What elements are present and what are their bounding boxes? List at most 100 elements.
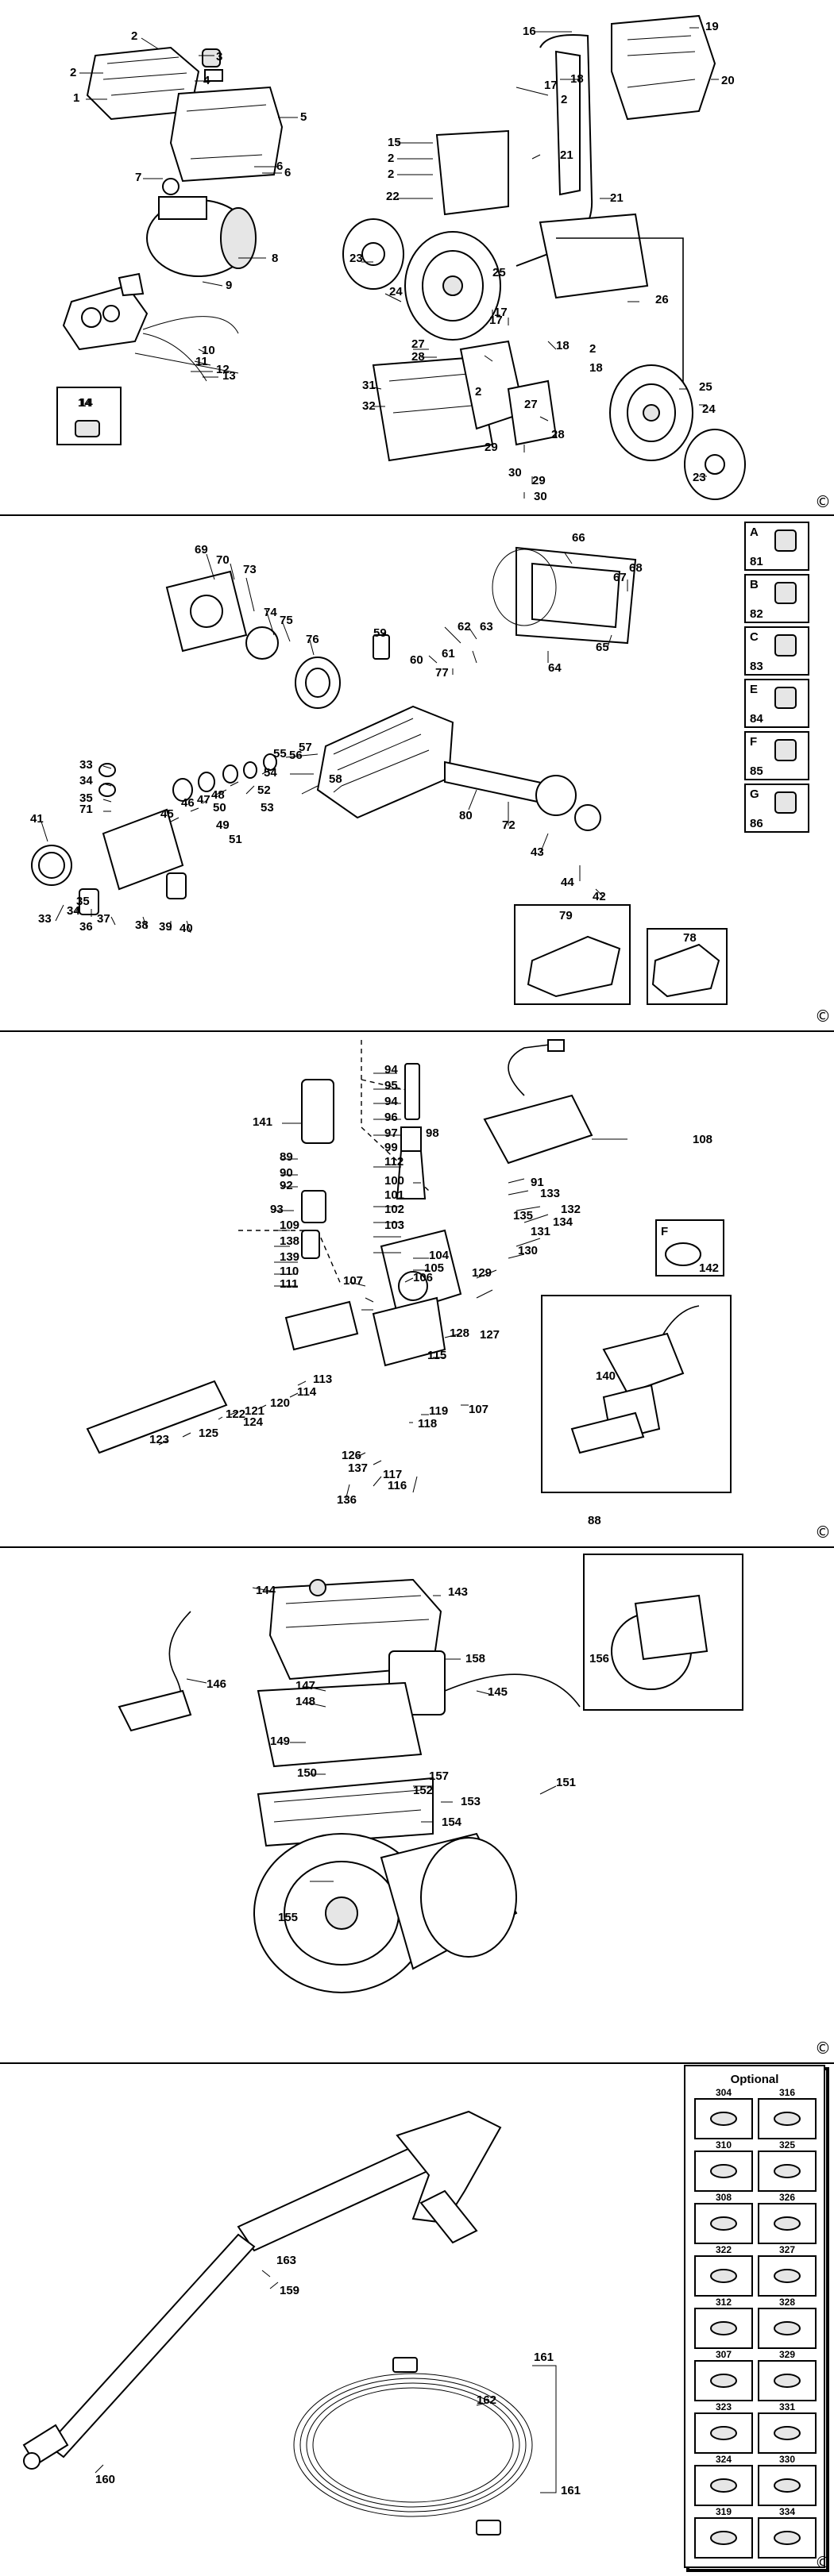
callout-label: 6 (284, 166, 291, 179)
kit-number: 85 (750, 764, 763, 778)
callout-label: 34 (67, 904, 80, 918)
optional-item: 312 (694, 2297, 753, 2349)
callout-label: 52 (257, 784, 271, 797)
kit-letter: F (750, 735, 757, 749)
callout-label: 25 (492, 266, 506, 279)
optional-item-number: 330 (779, 2454, 795, 2465)
assembly-box-156 (583, 1554, 743, 1711)
seal-rings (98, 753, 277, 802)
callout-label: 78 (683, 931, 697, 945)
callout-label: 88 (588, 1514, 601, 1527)
callout-label: 51 (229, 833, 242, 846)
optional-item: 307 (694, 2349, 753, 2401)
kit-box-14: 14 (56, 387, 122, 445)
callout-label: 55 (273, 747, 287, 760)
callout-label: 121 (245, 1404, 264, 1418)
callout-label: 20 (721, 74, 735, 87)
callout-label: 114 (297, 1385, 317, 1399)
callout-label: 96 (384, 1111, 398, 1124)
valve-body (86, 1229, 462, 1454)
callout-label: 161 (534, 2351, 554, 2364)
terminal-board (257, 1681, 434, 1847)
callout-label: 146 (207, 1677, 226, 1691)
callout-label: 154 (442, 1816, 462, 1829)
callout-label: 129 (472, 1266, 492, 1280)
callout-label: 66 (572, 531, 585, 545)
callout-label: 63 (480, 620, 493, 633)
callout-label: 5 (300, 110, 307, 124)
callout-label: 112 (384, 1155, 403, 1169)
callout-label: 69 (195, 543, 208, 556)
callout-label: 118 (418, 1417, 437, 1430)
callout-label: 59 (373, 626, 387, 640)
optional-item: 327 (758, 2244, 817, 2297)
callout-label: 94 (384, 1063, 398, 1076)
optional-item: 330 (758, 2454, 817, 2506)
optional-item: 328 (758, 2297, 817, 2349)
callout-label: 157 (429, 1769, 449, 1783)
optional-item: 325 (758, 2139, 817, 2192)
kit-number: 84 (750, 712, 763, 726)
section-divider (0, 514, 834, 516)
callout-label: 145 (488, 1685, 508, 1699)
callout-label: 18 (556, 339, 570, 352)
callout-label: 35 (79, 791, 93, 805)
callout-label: 34 (79, 774, 93, 787)
callout-label: 33 (38, 912, 52, 926)
callout-label: 124 (243, 1415, 264, 1429)
optional-item-number: 316 (779, 2087, 795, 2098)
callout-label: 152 (413, 1784, 433, 1797)
housing (169, 86, 284, 183)
kit-number: 83 (750, 660, 763, 673)
section-divider (0, 1030, 834, 1032)
callout-label: 162 (477, 2393, 496, 2407)
callout-label: 3 (216, 50, 222, 64)
kit-letter: G (750, 787, 759, 801)
callout-label: 94 (384, 1095, 398, 1108)
callout-label: 14 (79, 396, 93, 410)
callout-label: 131 (531, 1225, 550, 1238)
callout-label: 27 (524, 398, 538, 411)
callout-label: 74 (264, 606, 277, 619)
kit-box: E 84 (744, 679, 809, 728)
callout-label: 46 (181, 796, 195, 810)
leader-lines (158, 1072, 627, 1501)
callout-label: 119 (429, 1404, 448, 1418)
callout-label: 107 (343, 1274, 363, 1288)
kit-box: C83 (744, 626, 809, 676)
callout-label: 11 (195, 355, 208, 368)
callout-label: 45 (160, 807, 174, 821)
callout-label: 42 (593, 890, 606, 903)
optional-item: 310 (694, 2139, 753, 2192)
callout-label: 91 (531, 1176, 544, 1189)
callout-label: 12 (216, 363, 230, 376)
flange-plate (165, 570, 279, 660)
callout-label: 28 (411, 350, 425, 364)
callout-label: 57 (299, 741, 312, 754)
kit-letter: E (750, 683, 758, 696)
callout-label: 99 (384, 1141, 398, 1154)
copyright-mark: © (815, 2039, 831, 2058)
callout-label: 147 (295, 1679, 315, 1692)
optional-item: 322 (694, 2244, 753, 2297)
callout-label: 93 (270, 1203, 284, 1216)
callout-label: 109 (280, 1219, 299, 1232)
callout-label: 127 (480, 1328, 500, 1342)
optional-item-number: 327 (779, 2244, 795, 2255)
callout-label: 2 (388, 167, 394, 181)
assembly-box-79 (514, 904, 631, 1005)
optional-item: 308 (694, 2192, 753, 2244)
valve-stack (301, 1063, 427, 1259)
callout-label: 122 (226, 1407, 245, 1421)
callout-label: 2 (561, 93, 567, 106)
callout-label: 48 (211, 788, 225, 802)
callout-label: 113 (313, 1373, 332, 1386)
kit-number: 142 (699, 1261, 719, 1275)
callout-label: 44 (561, 876, 574, 889)
callout-label: 130 (518, 1244, 538, 1257)
